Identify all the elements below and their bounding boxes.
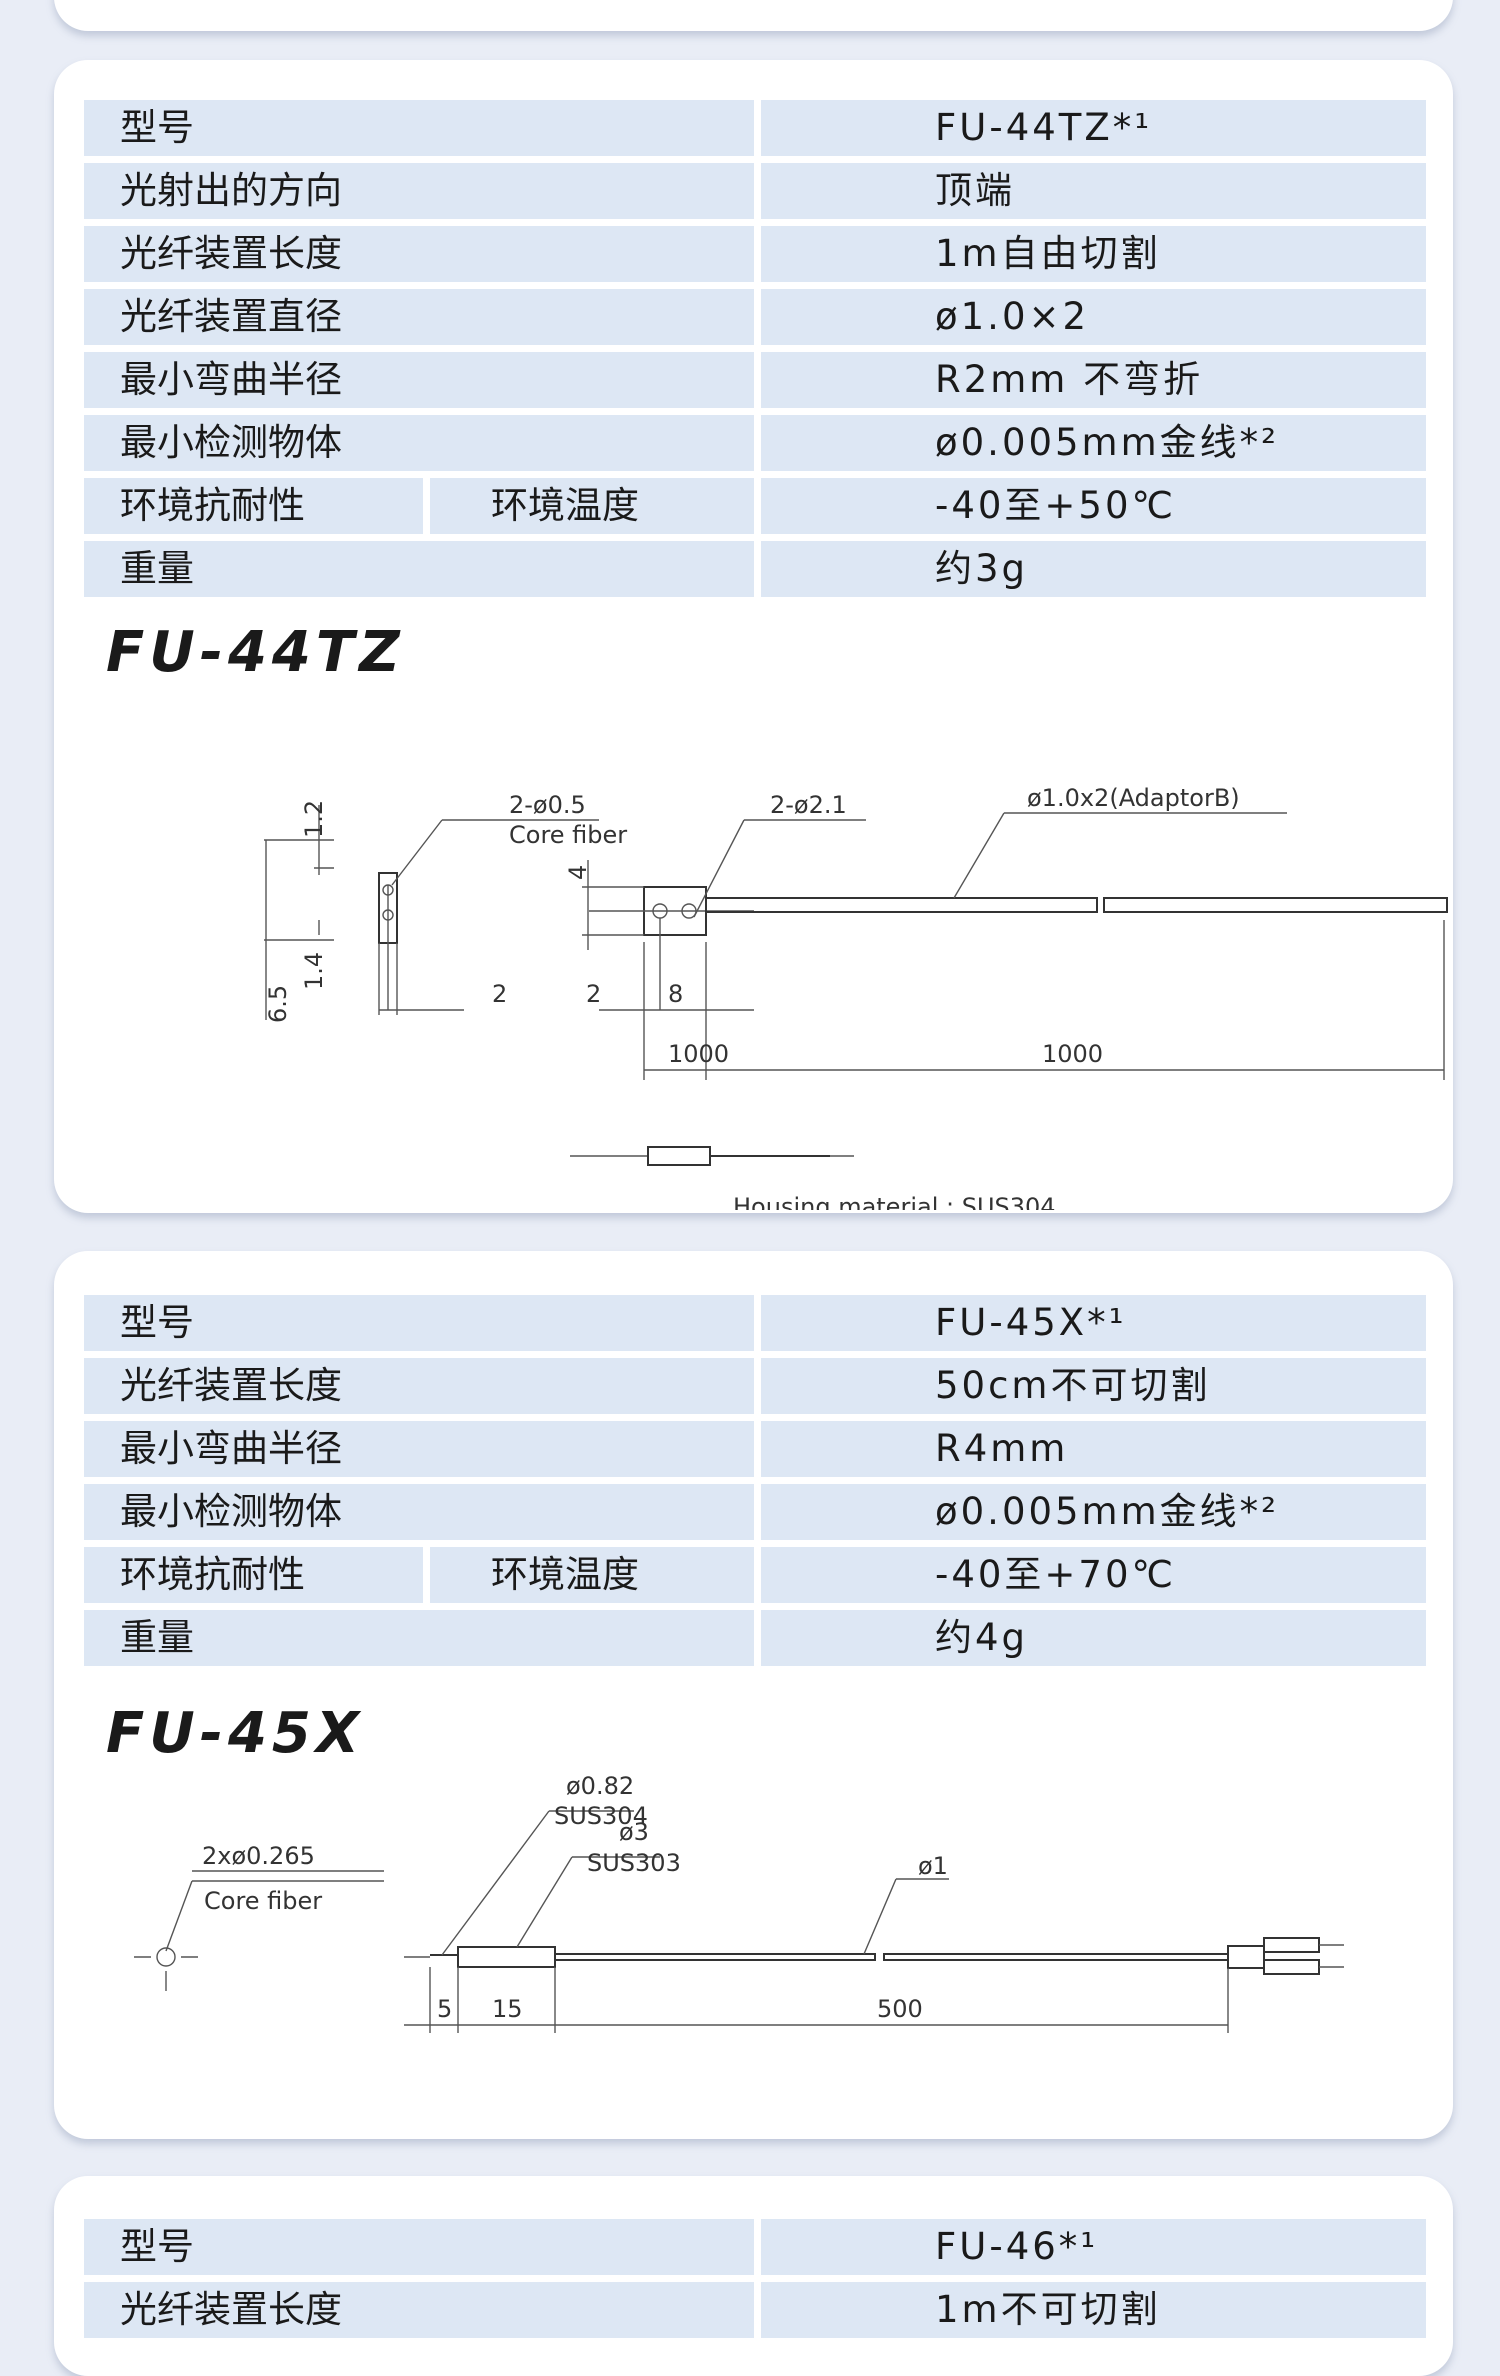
spec-label: 最小检测物体 — [84, 415, 761, 471]
spec-sublabel: 环境温度 — [430, 478, 761, 534]
dimension-label: 2 — [492, 980, 507, 1008]
side-view — [404, 1810, 1344, 2033]
spec-row-weight: 重量 约3g — [84, 541, 1426, 597]
spec-label: 环境抗耐性 — [84, 478, 430, 534]
spec-value: 50cm不可切割 — [761, 1358, 1426, 1414]
dimension-label: 8 — [668, 980, 683, 1008]
spec-value: 约3g — [761, 541, 1426, 597]
spec-value: FU-45X*¹ — [761, 1295, 1426, 1351]
dimension-label: 5 — [437, 1995, 452, 2023]
spec-row-model: 型号 FU-46*¹ — [84, 2219, 1426, 2275]
spec-value: ø0.005mm金线*² — [761, 415, 1426, 471]
callout-label: ø1 — [918, 1852, 948, 1880]
callout-label: Core fiber — [509, 821, 627, 849]
dimension-label: 15 — [492, 1995, 523, 2023]
spec-value: R2mm 不弯折 — [761, 352, 1426, 408]
model-title: FU-44TZ — [106, 620, 405, 685]
callout-label: 2-ø0.5 — [509, 791, 586, 819]
callout-label: ø1.0x2(AdaptorB) — [1027, 784, 1240, 812]
spec-label: 光纤装置直径 — [84, 289, 761, 345]
model-title: FU-45X — [106, 1701, 365, 1766]
spec-table: 型号 FU-44TZ*¹ 光射出的方向 顶端 光纤装置长度 1m自由切割 光纤装… — [84, 93, 1426, 604]
callout-label: Core fiber — [204, 1887, 322, 1915]
dimension-label: 1.2 — [300, 800, 328, 838]
spec-label: 最小弯曲半径 — [84, 1421, 761, 1477]
dimension-label: 4 — [564, 865, 592, 880]
dimension-drawing: 2xø0.265 Core fiber — [134, 1772, 1344, 2033]
spec-row-model: 型号 FU-45X*¹ — [84, 1295, 1426, 1351]
dimension-drawing: 1.2 6.5 1.4 2 2-ø0.5 Core fiber — [264, 784, 1448, 1210]
spec-row-fiber-length: 光纤装置长度 1m不可切割 — [84, 2282, 1426, 2338]
spec-label: 光纤装置长度 — [84, 2282, 761, 2338]
spec-table: 型号 FU-46*¹ 光纤装置长度 1m不可切割 — [84, 2212, 1426, 2345]
spec-value: 顶端 — [761, 163, 1426, 219]
spec-card-fu-45x: 型号 FU-45X*¹ 光纤装置长度 50cm不可切割 最小弯曲半径 R4mm … — [54, 1251, 1453, 2139]
spec-value: 1m自由切割 — [761, 226, 1426, 282]
side-view — [582, 812, 1448, 1080]
spec-label: 型号 — [84, 1295, 761, 1351]
dimension-label: 1000 — [1042, 1040, 1103, 1068]
spec-label: 重量 — [84, 541, 761, 597]
dimension-label: 1000 — [668, 1040, 729, 1068]
spec-table: 型号 FU-45X*¹ 光纤装置长度 50cm不可切割 最小弯曲半径 R4mm … — [84, 1288, 1426, 1673]
dimension-label: 6.5 — [264, 985, 292, 1023]
callout-label: SUS304 — [554, 1802, 648, 1830]
spec-card-fu-44tz: 型号 FU-44TZ*¹ 光射出的方向 顶端 光纤装置长度 1m自由切割 光纤装… — [54, 60, 1453, 1213]
spec-value: -40至+50℃ — [761, 478, 1426, 534]
spec-label: 环境抗耐性 — [84, 1547, 430, 1603]
callout-label: 2xø0.265 — [202, 1842, 315, 1870]
spec-row-fiber-diameter: 光纤装置直径 ø1.0×2 — [84, 289, 1426, 345]
end-face-labels: 2xø0.265 Core fiber — [202, 1842, 322, 1915]
spec-row-fiber-length: 光纤装置长度 50cm不可切割 — [84, 1358, 1426, 1414]
spec-value: -40至+70℃ — [761, 1547, 1426, 1603]
spec-label: 型号 — [84, 100, 761, 156]
spec-row-weight: 重量 约4g — [84, 1610, 1426, 1666]
callout-label: 2-ø2.1 — [770, 791, 847, 819]
spec-value: FU-44TZ*¹ — [761, 100, 1426, 156]
spec-label: 最小检测物体 — [84, 1484, 761, 1540]
side-view-labels: ø0.82 SUS304 ø3 SUS303 ø1 5 15 500 — [437, 1772, 948, 2023]
spec-value: FU-46*¹ — [761, 2219, 1426, 2275]
spec-value: 1m不可切割 — [761, 2282, 1426, 2338]
spec-value: R4mm — [761, 1421, 1426, 1477]
top-view — [570, 1146, 854, 1166]
callout-label: SUS303 — [587, 1849, 681, 1877]
spec-row-emission-direction: 光射出的方向 顶端 — [84, 163, 1426, 219]
spec-label: 型号 — [84, 2219, 761, 2275]
spec-row-environment: 环境抗耐性 环境温度 -40至+70℃ — [84, 1547, 1426, 1603]
spec-value: ø1.0×2 — [761, 289, 1426, 345]
spec-row-min-object: 最小检测物体 ø0.005mm金线*² — [84, 1484, 1426, 1540]
spec-label: 最小弯曲半径 — [84, 352, 761, 408]
spec-label: 重量 — [84, 1610, 761, 1666]
spec-row-model: 型号 FU-44TZ*¹ — [84, 100, 1426, 156]
previous-spec-card — [54, 0, 1453, 31]
callout-label: ø3 — [619, 1818, 649, 1846]
spec-card-fu-46: 型号 FU-46*¹ 光纤装置长度 1m不可切割 — [54, 2176, 1453, 2376]
spec-label: 光纤装置长度 — [84, 226, 761, 282]
end-face-labels: 1.2 6.5 1.4 2 2-ø0.5 Core fiber — [264, 791, 627, 1023]
spec-sublabel: 环境温度 — [430, 1547, 761, 1603]
spec-row-bend-radius: 最小弯曲半径 R2mm 不弯折 — [84, 352, 1426, 408]
callout-label: ø0.82 — [566, 1772, 634, 1800]
side-view-labels: 2 4 8 1000 1000 2-ø2.1 ø1.0x2(AdaptorB) — [564, 784, 1240, 1068]
end-face-view — [134, 1870, 384, 1991]
spec-row-environment: 环境抗耐性 环境温度 -40至+50℃ — [84, 478, 1426, 534]
spec-row-fiber-length: 光纤装置长度 1m自由切割 — [84, 226, 1426, 282]
end-face-view — [264, 805, 599, 1020]
spec-row-min-object: 最小检测物体 ø0.005mm金线*² — [84, 415, 1426, 471]
spec-label: 光纤装置长度 — [84, 1358, 761, 1414]
spec-value: 约4g — [761, 1610, 1426, 1666]
spec-label: 光射出的方向 — [84, 163, 761, 219]
dimension-label: 1.4 — [300, 952, 328, 990]
spec-row-bend-radius: 最小弯曲半径 R4mm — [84, 1421, 1426, 1477]
housing-material-note: Housing material : SUS304 — [733, 1193, 1056, 1210]
dimension-label: 2 — [586, 980, 601, 1008]
spec-value: ø0.005mm金线*² — [761, 1484, 1426, 1540]
dimension-label: 500 — [877, 1995, 923, 2023]
